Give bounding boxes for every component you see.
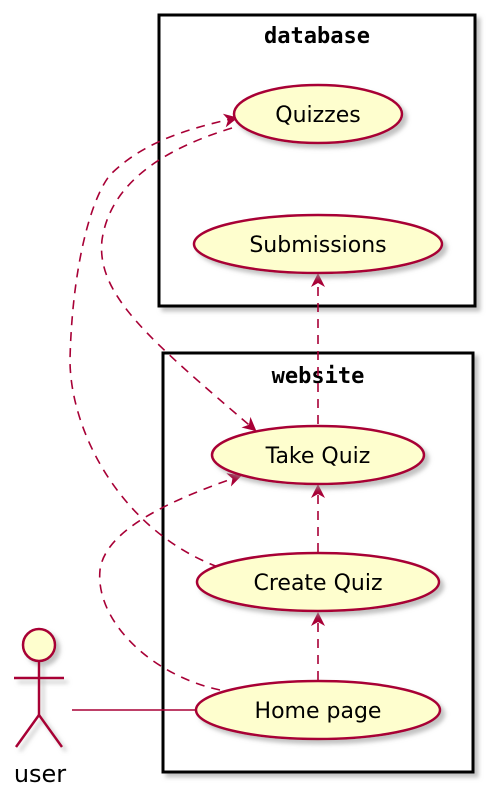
actor-label: user <box>14 760 66 788</box>
actor-right-leg <box>37 714 64 748</box>
actor-user[interactable]: user <box>14 627 66 788</box>
usecase-submissions-label: Submissions <box>249 233 386 258</box>
usecase-quizzes[interactable]: Quizzes <box>232 83 404 145</box>
usecase-create-quiz-label: Create Quiz <box>253 571 382 596</box>
usecase-home-page[interactable]: Home page <box>194 679 442 741</box>
relation-home-take <box>98 473 242 691</box>
actor-head <box>21 627 57 663</box>
relation-quizzes-take <box>100 127 257 432</box>
usecase-home-page-label: Home page <box>255 699 382 724</box>
usecase-take-quiz[interactable]: Take Quiz <box>210 424 426 486</box>
usecase-create-quiz[interactable]: Create Quiz <box>195 551 441 613</box>
usecase-take-quiz-label: Take Quiz <box>265 444 371 469</box>
usecase-quizzes-label: Quizzes <box>275 103 360 128</box>
relations <box>69 113 325 711</box>
database-package-title: database <box>264 24 370 49</box>
actor-left-leg <box>14 714 41 748</box>
usecase-submissions[interactable]: Submissions <box>192 213 444 275</box>
